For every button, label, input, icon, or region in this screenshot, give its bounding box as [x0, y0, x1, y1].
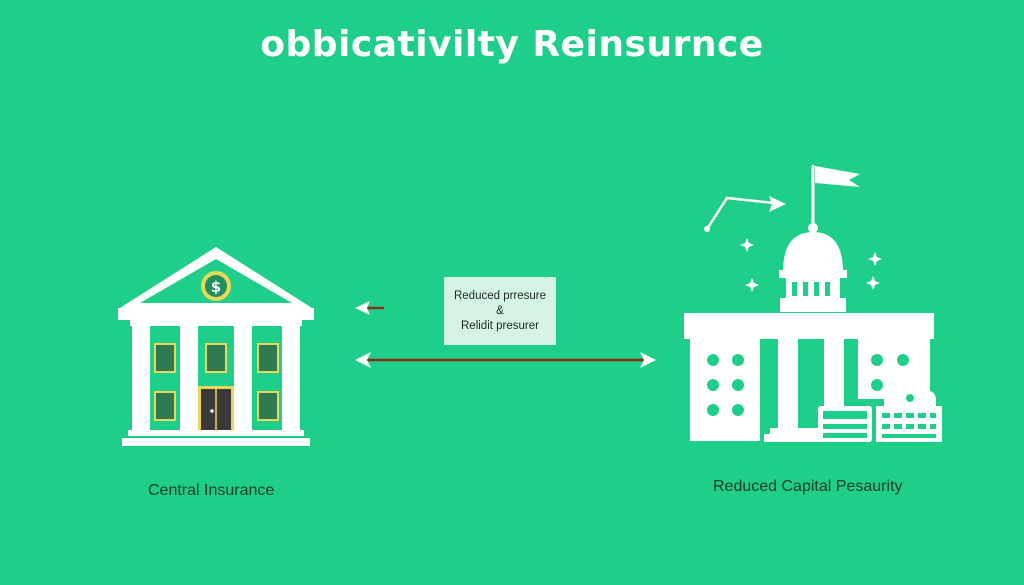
reduced-capital-label: Reduced Capital Pesaurity	[713, 478, 903, 495]
trend-arrow-icon	[704, 196, 786, 232]
diagram-title: obbicativilty Reinsurnce	[260, 24, 764, 65]
note-line-2: &	[496, 304, 504, 317]
flag-icon	[815, 166, 860, 187]
cash-register-icon	[876, 390, 942, 442]
capitol-building-icon	[684, 165, 942, 442]
note-line-1: Reduced prresure	[453, 289, 547, 302]
sparkle-icon	[740, 238, 882, 292]
dollar-sign: $	[211, 278, 221, 296]
note-box: Reduced prresure & Relidit presurer	[444, 277, 556, 345]
note-line-3: Relidit presurer	[461, 319, 539, 332]
double-arrow-icon	[355, 352, 656, 368]
bank-building-icon: $	[118, 247, 314, 446]
money-stack-icon	[818, 406, 872, 442]
central-insurance-label: Central Insurance	[148, 482, 275, 499]
dollar-coin-icon: $	[201, 271, 231, 301]
short-left-arrow-icon	[355, 301, 384, 315]
